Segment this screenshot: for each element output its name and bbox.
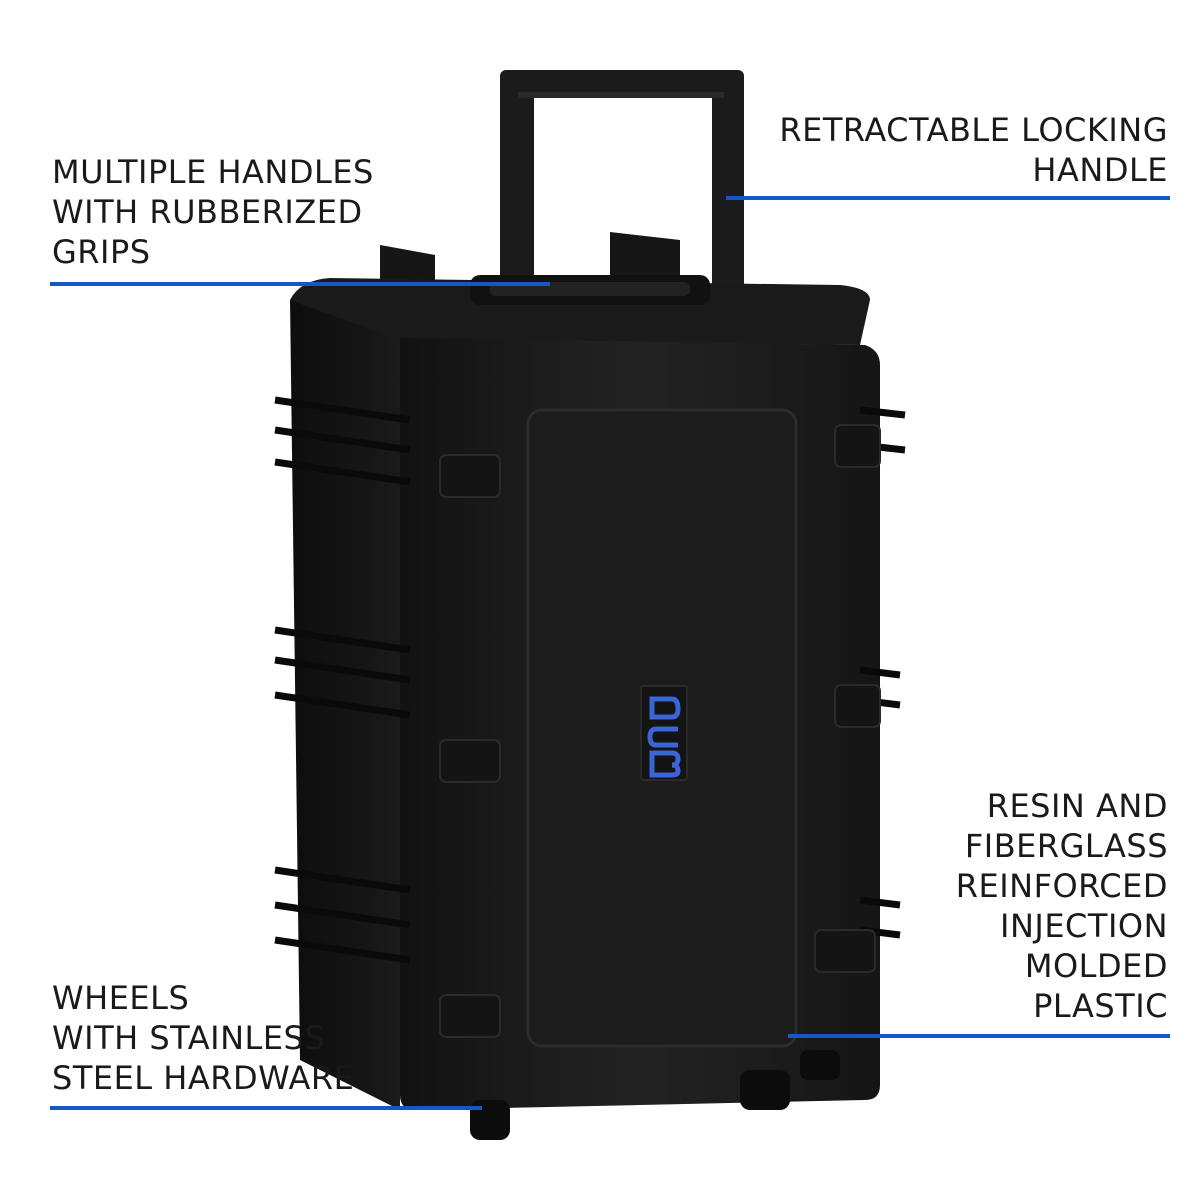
dcb-logo [647,696,681,778]
callout-locking-rule [726,196,1170,200]
top-carry-handle [470,275,710,305]
callout-resin-line-2: FIBERGLASS [964,827,1168,865]
logo-badge [640,685,688,781]
callout-wheels-line-1: WHEELS [52,979,190,1017]
callout-locking-line-2: HANDLE [1032,151,1168,189]
wheels [470,1050,840,1140]
callout-wheels: WHEELS WITH STAINLESS STEEL HARDWARE [52,978,354,1098]
callout-resin: RESIN AND FIBERGLASS REINFORCED INJECTIO… [956,786,1168,1026]
callout-wheels-line-3: STEEL HARDWARE [52,1059,355,1097]
callout-resin-line-3: REINFORCED [955,867,1168,905]
callout-handles-rule [50,282,550,286]
telescoping-handle [500,70,744,310]
callout-resin-line-5: MOLDED [1024,947,1168,985]
callout-locking: RETRACTABLE LOCKING HANDLE [779,110,1168,190]
callout-wheels-rule [50,1106,482,1110]
side-ribs [274,396,906,964]
case-top [290,278,870,345]
callout-resin-line-6: PLASTIC [1033,987,1168,1025]
callout-wheels-line-2: WITH STAINLESS [52,1019,326,1057]
callout-resin-line-4: INJECTION [1000,907,1168,945]
callout-handles-line-2: WITH RUBBERIZED [52,193,363,231]
latches [439,424,881,1038]
callout-locking-line-1: RETRACTABLE LOCKING [779,111,1168,149]
callout-handles-line-1: MULTIPLE HANDLES [52,153,374,191]
callout-handles: MULTIPLE HANDLES WITH RUBBERIZED GRIPS [52,152,374,272]
callout-handles-line-3: GRIPS [52,233,151,271]
callout-resin-line-1: RESIN AND [986,787,1168,825]
callout-resin-rule [788,1034,1170,1038]
